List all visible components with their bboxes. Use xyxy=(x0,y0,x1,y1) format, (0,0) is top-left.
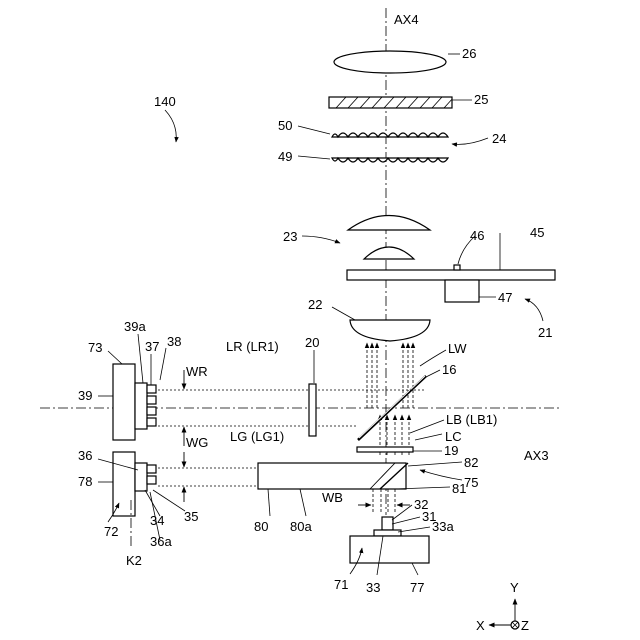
label-80a: 80a xyxy=(290,519,312,534)
label-72: 72 xyxy=(104,524,118,539)
label-lr: LR (LR1) xyxy=(226,339,279,354)
label-16: 16 xyxy=(442,362,456,377)
label-21: 21 xyxy=(538,325,552,340)
label-49: 49 xyxy=(278,149,292,164)
label-39a: 39a xyxy=(124,319,146,334)
label-lw: LW xyxy=(448,341,467,356)
lens-22 xyxy=(350,320,430,341)
label-23: 23 xyxy=(283,229,297,244)
source-31 xyxy=(382,517,393,530)
green-light-beam xyxy=(158,468,258,486)
label-33a: 33a xyxy=(432,519,454,534)
lens-26 xyxy=(334,51,446,73)
label-39: 39 xyxy=(78,388,92,403)
label-26: 26 xyxy=(462,46,476,61)
part-46 xyxy=(454,265,460,270)
lens-23-lower xyxy=(364,247,414,259)
label-25: 25 xyxy=(474,92,488,107)
label-73: 73 xyxy=(88,340,102,355)
dichroic-mirror-16-inner xyxy=(359,376,425,438)
coordinate-axes xyxy=(489,599,519,629)
block-47 xyxy=(445,280,479,302)
label-38: 38 xyxy=(167,334,181,349)
label-36a: 36a xyxy=(150,534,172,549)
microlens-array-50 xyxy=(332,133,448,137)
label-33: 33 xyxy=(366,580,380,595)
label-ax3: AX3 xyxy=(524,448,549,463)
label-19: 19 xyxy=(444,443,458,458)
microlens-array-49 xyxy=(332,158,448,162)
arrow-21 xyxy=(525,299,543,321)
label-wg: WG xyxy=(186,435,208,450)
label-36: 36 xyxy=(78,448,92,463)
label-20: 20 xyxy=(305,335,319,350)
lens-23-upper xyxy=(348,216,430,231)
label-81: 81 xyxy=(452,481,466,496)
label-wb: WB xyxy=(322,490,343,505)
plate-45 xyxy=(347,270,555,280)
label-34: 34 xyxy=(150,513,164,528)
label-lc: LC xyxy=(445,429,462,444)
label-45: 45 xyxy=(530,225,544,240)
arrow-23 xyxy=(302,236,340,243)
label-24: 24 xyxy=(492,131,506,146)
label-k2: K2 xyxy=(126,553,142,568)
arrow-140 xyxy=(165,110,176,142)
board-78 xyxy=(113,452,135,516)
label-78: 78 xyxy=(78,474,92,489)
red-led-array xyxy=(135,383,156,429)
label-80: 80 xyxy=(254,519,268,534)
filter-19 xyxy=(357,447,413,452)
green-led-array xyxy=(135,463,156,491)
label-37: 37 xyxy=(145,339,159,354)
label-50: 50 xyxy=(278,118,292,133)
label-ax4: AX4 xyxy=(394,12,419,27)
leader-lines xyxy=(98,54,500,575)
base-33a xyxy=(374,530,401,536)
label-77: 77 xyxy=(410,580,424,595)
arrow-24 xyxy=(452,138,488,144)
arrow-75 xyxy=(420,470,462,480)
label-47: 47 xyxy=(498,290,512,305)
label-lb: LB (LB1) xyxy=(446,412,497,427)
label-axis-x: X xyxy=(476,618,485,633)
label-22: 22 xyxy=(308,297,322,312)
label-35: 35 xyxy=(184,509,198,524)
label-axis-y: Y xyxy=(510,580,519,595)
label-axis-z: Z xyxy=(521,618,529,633)
label-46: 46 xyxy=(470,228,484,243)
element-20 xyxy=(309,384,316,436)
board-39 xyxy=(113,364,135,440)
element-25 xyxy=(329,97,454,108)
label-lg: LG (LG1) xyxy=(230,429,284,444)
label-wr: WR xyxy=(186,364,208,379)
label-82: 82 xyxy=(464,455,478,470)
label-140: 140 xyxy=(154,94,176,109)
label-71: 71 xyxy=(334,577,348,592)
